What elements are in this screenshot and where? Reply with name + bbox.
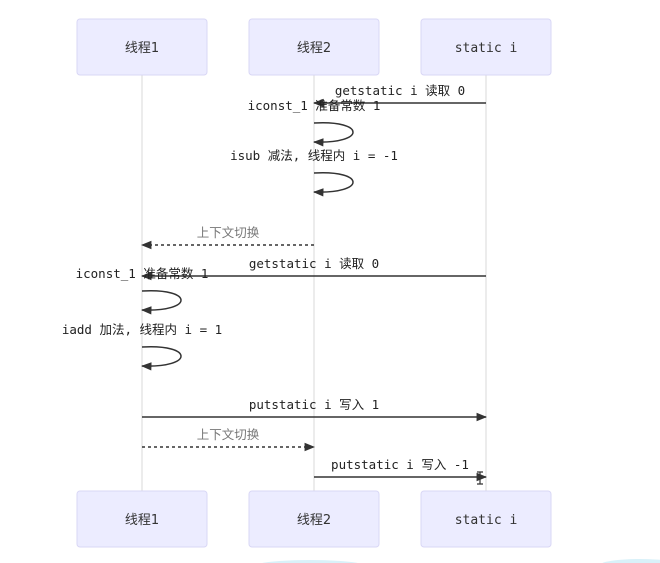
message-code: putstatic i <box>249 397 339 412</box>
participant-si-bottom[interactable]: static i <box>420 490 552 548</box>
self-message-arrow <box>140 290 182 315</box>
participant-label: 线程2 <box>297 513 331 528</box>
self-message-arrow <box>312 122 354 147</box>
message-10: putstatic i 写入 -1 <box>314 457 488 482</box>
message-7: iadd 加法, 线程内 i = 1 <box>62 322 222 371</box>
message-code: getstatic i <box>335 83 425 98</box>
message-5: getstatic i 读取 0 <box>140 256 486 281</box>
message-1: getstatic i 读取 0 <box>312 83 486 108</box>
message-label: isub 减法, 线程内 i = -1 <box>230 148 398 163</box>
participant-label: 线程2 <box>297 41 331 56</box>
participant-t1-top[interactable]: 线程1 <box>76 18 208 76</box>
message-code: iadd <box>62 322 100 337</box>
message-4: 上下文切换 <box>140 225 314 250</box>
message-3: isub 减法, 线程内 i = -1 <box>230 148 398 197</box>
participant-box <box>420 490 552 548</box>
message-code: iconst_1 <box>248 98 316 113</box>
message-code: iconst_1 <box>76 266 144 281</box>
participant-label: static i <box>455 41 518 56</box>
lifelines <box>141 75 487 491</box>
participant-t2-top[interactable]: 线程2 <box>248 18 380 76</box>
message-label: 上下文切换 <box>197 225 260 240</box>
participant-label: 线程1 <box>125 513 159 528</box>
message-code: putstatic i <box>331 457 421 472</box>
message-8: putstatic i 写入 1 <box>142 397 488 422</box>
participant-label: static i <box>455 513 518 528</box>
participant-t1-bottom[interactable]: 线程1 <box>76 490 208 548</box>
participant-si-top[interactable]: static i <box>420 18 552 76</box>
message-label: putstatic i 写入 1 <box>249 397 379 412</box>
message-text: 写入 -1 <box>421 457 469 472</box>
participant-label: 线程1 <box>125 41 159 56</box>
decorative-swoosh <box>262 559 660 563</box>
participant-box <box>248 490 380 548</box>
message-label: getstatic i 读取 0 <box>249 256 379 271</box>
message-text: 写入 1 <box>339 397 379 412</box>
participants-top: 线程1 线程2 static i <box>76 18 552 76</box>
message-code: isub <box>230 148 268 163</box>
message-code: getstatic i <box>249 256 339 271</box>
message-9: 上下文切换 <box>142 427 316 452</box>
participant-box <box>248 18 380 76</box>
message-text: 读取 0 <box>425 83 465 98</box>
message-label: iconst_1 准备常数 1 <box>248 98 381 113</box>
message-2: iconst_1 准备常数 1 <box>248 98 381 147</box>
participant-t2-bottom[interactable]: 线程2 <box>248 490 380 548</box>
self-message-arrow <box>312 172 354 197</box>
text-cursor-icon <box>477 471 483 485</box>
message-6: iconst_1 准备常数 1 <box>76 266 209 315</box>
participant-box <box>420 18 552 76</box>
message-label: putstatic i 写入 -1 <box>331 457 469 472</box>
message-label: 上下文切换 <box>197 427 260 442</box>
message-text: 准备常数 1 <box>143 266 208 281</box>
self-message-arrow <box>140 346 182 371</box>
message-text: 加法, 线程内 i = 1 <box>99 322 222 337</box>
message-text: 准备常数 1 <box>315 98 380 113</box>
message-text: 减法, 线程内 i = -1 <box>268 148 398 163</box>
message-text: 读取 0 <box>339 256 379 271</box>
participants-bottom: 线程1 线程2 static i <box>76 490 552 548</box>
participant-box <box>76 490 208 548</box>
message-label: iadd 加法, 线程内 i = 1 <box>62 322 222 337</box>
message-label: iconst_1 准备常数 1 <box>76 266 209 281</box>
participant-box <box>76 18 208 76</box>
message-label: getstatic i 读取 0 <box>335 83 465 98</box>
